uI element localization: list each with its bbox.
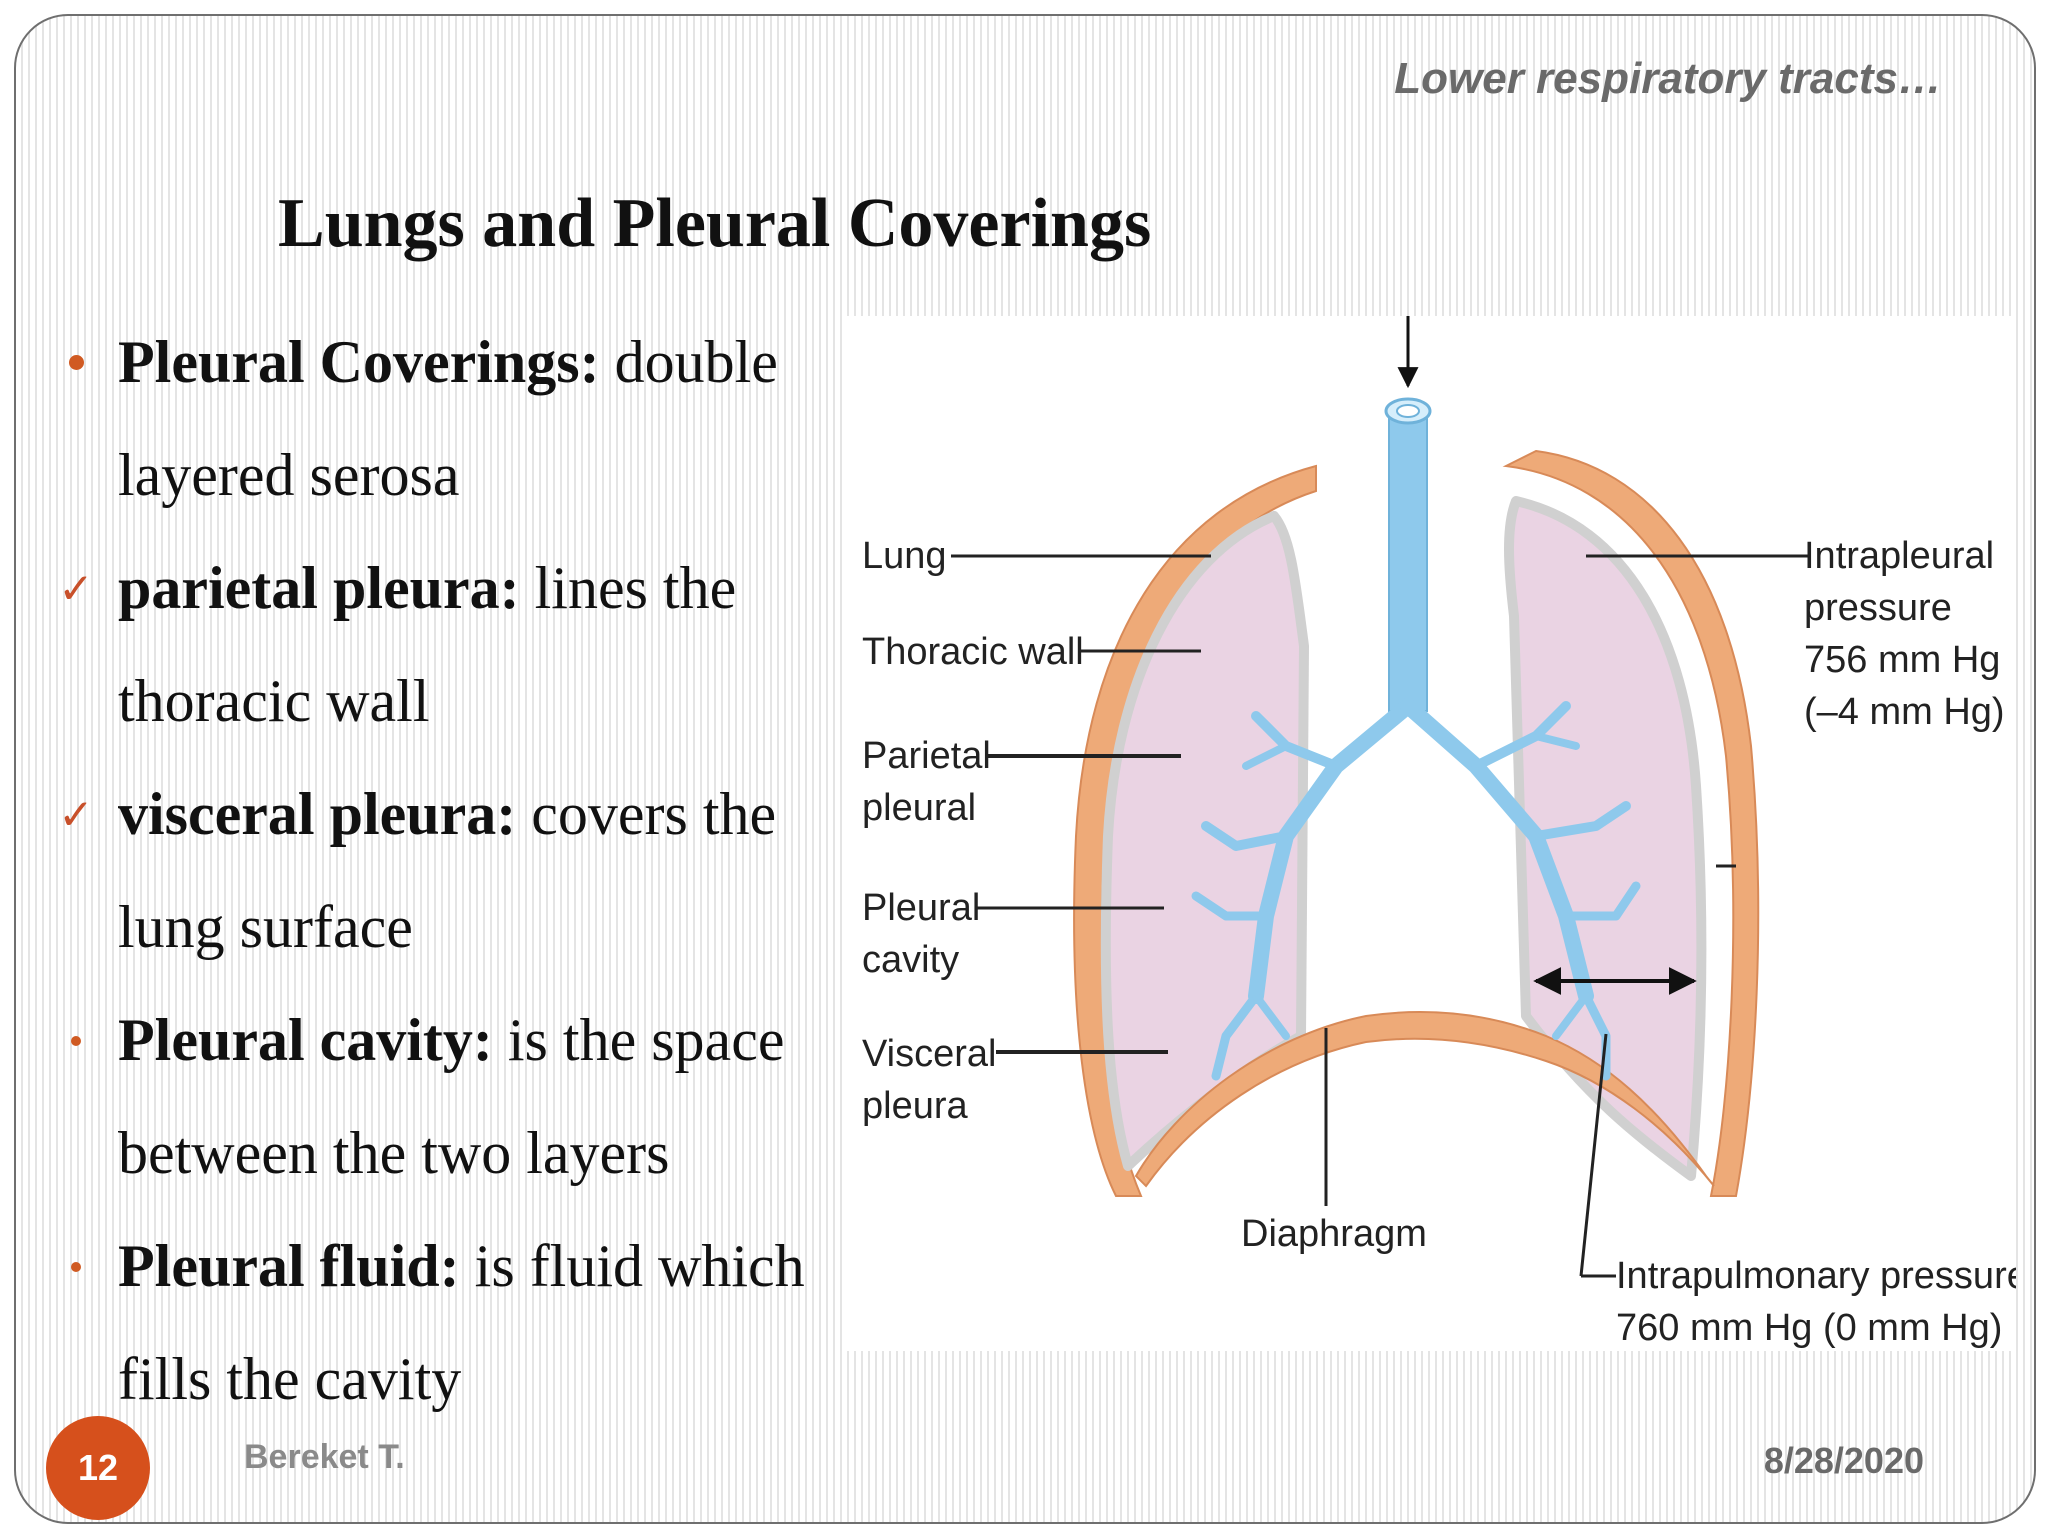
bullet-dot-icon [56,984,96,1097]
label-intrapleural-3: 756 mm Hg [1804,639,2000,681]
label-visceral-1: Visceral [862,1033,996,1075]
label-intrapleural-2: pressure [1804,587,1952,629]
bullet-pleural-fluid: Pleural fluid: is fluid which fills the … [16,1210,858,1436]
slide: Lower respiratory tracts… Lungs and Pleu… [14,14,2036,1524]
bullet-parietal-pleura: ✓ parietal pleura: lines the thoracic wa… [16,532,858,758]
bronchial-tree [1191,698,1641,1081]
label-pleural-cavity-1: Pleural [862,887,980,929]
right-lung [1504,496,1707,1181]
label-parietal-2: pleural [862,787,976,829]
bullet-text: lung surface [118,894,413,960]
checkmark-icon: ✓ [58,564,94,613]
label-lung: Lung [862,535,947,577]
trachea [1388,410,1428,712]
bullet-term: visceral pleura: [118,781,517,847]
lung-pleura-diagram: Lung Thoracic wall Parietal pleural Pleu… [846,316,2016,1351]
label-intrapleural-1: Intrapleural [1804,535,1994,577]
bullet-text: double [599,329,778,395]
label-intrapulmonary-1: Intrapulmonary pressure [1616,1255,2016,1297]
bullet-visceral-pleura: ✓ visceral pleura: covers the lung surfa… [16,758,858,984]
label-parietal-1: Parietal [862,735,991,777]
bullet-text: is the space [492,1007,785,1073]
bullet-term: Pleural cavity: [118,1007,493,1073]
checkmark-icon: ✓ [58,790,94,839]
bullet-text: layered serosa [118,442,460,508]
bullet-list: Pleural Coverings: double layered serosa… [16,306,856,1436]
bullet-text: lines the [519,555,737,621]
bullet-term: parietal pleura: [118,555,520,621]
author-name: Bereket T. [244,1438,405,1476]
slide-number-badge: 12 [46,1416,150,1520]
bullet-text: thoracic wall [118,668,430,734]
section-header: Lower respiratory tracts… [1394,54,1942,103]
slide-title: Lungs and Pleural Coverings [278,185,1152,262]
label-visceral-2: pleura [862,1085,968,1127]
label-intrapleural-4: (–4 mm Hg) [1804,691,2005,733]
bullet-text: between the two layers [118,1120,670,1186]
bullet-dot-icon [56,306,96,419]
slide-date: 8/28/2020 [1763,1440,1924,1481]
label-thoracic-wall: Thoracic wall [862,631,1084,673]
leader-intrapulmonary [1579,1033,1608,1277]
bullet-text: covers the [516,781,777,847]
bullet-pleural-coverings: Pleural Coverings: double layered serosa [16,306,858,532]
label-diaphragm: Diaphragm [1241,1213,1427,1255]
bullet-term: Pleural Coverings: [118,329,600,395]
right-thoracic-wall [1502,449,1760,1197]
label-intrapulmonary-2: 760 mm Hg (0 mm Hg) [1616,1307,2002,1349]
bullet-dot-icon [56,1210,96,1323]
bullet-pleural-cavity: Pleural cavity: is the space between the… [16,984,858,1210]
bullet-text: is fluid which [459,1233,805,1299]
bullet-term: Pleural fluid: [118,1233,460,1299]
bullet-text: fills the cavity [118,1346,462,1412]
label-pleural-cavity-2: cavity [862,939,959,981]
diaphragm [1134,1011,1715,1188]
